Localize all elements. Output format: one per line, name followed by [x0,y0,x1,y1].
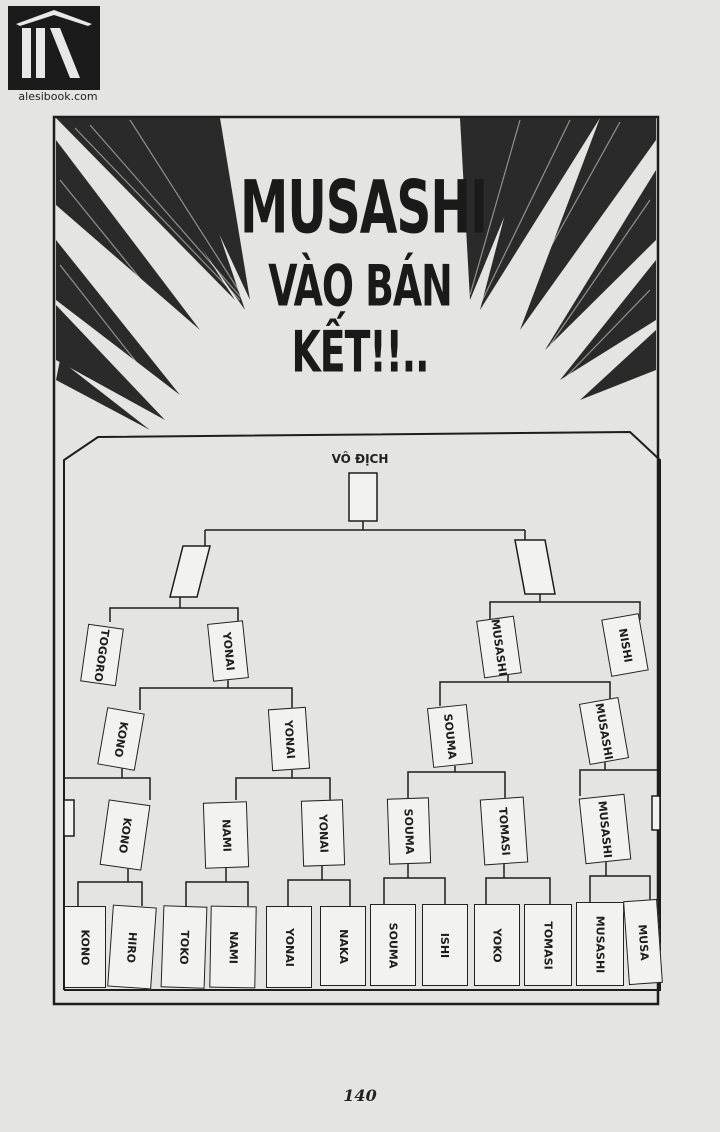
bracket-slot-round-16: SOUMA [426,704,474,768]
bracket-slot-first-round: TOKO [160,905,208,989]
bracket-slot-round-32: TOMASI [479,796,529,866]
bracket-slot-first-round: YOKO [474,904,520,986]
title-line-1: MUSASHI [240,164,488,251]
bracket-slot-round-16: YONAI [267,706,311,772]
bracket-slot-first-round: TOMASI [524,904,572,986]
bracket-slot-first-round: MUSASHI [576,902,624,986]
champion-label: VÔ ĐỊCH [331,452,389,466]
bracket-slot-first-round: MUSA [623,898,663,986]
watermark-text: alesibook.com [18,90,98,103]
page-number: 140 [343,1086,377,1105]
bracket-slot-first-round: NAKA [320,906,366,986]
bracket-slot-first-round: KONO [64,906,106,988]
bracket-slot-round-32: NAMI [202,801,250,869]
bracket-slot-quarterfinal: MUSASHI [476,615,522,679]
bracket-slot-first-round: SOUMA [370,904,416,986]
title-line-2: VÀO BÁN KẾT!!.. [268,252,453,386]
bracket-slot-first-round: NAMI [209,905,257,989]
bracket-slot-first-round: HIRO [107,904,157,990]
bracket-slot-first-round: YONAI [266,906,312,988]
bracket-slot-round-32: MUSASHI [578,793,632,865]
bracket-slot-round-32: SOUMA [386,797,432,865]
bracket-slot-round-32: YONAI [300,799,346,867]
bracket-slot-quarterfinal: YONAI [207,620,249,682]
alesibook-logo: alesibook.com [8,6,100,103]
bracket-slot-first-round: ISHI [422,904,468,986]
